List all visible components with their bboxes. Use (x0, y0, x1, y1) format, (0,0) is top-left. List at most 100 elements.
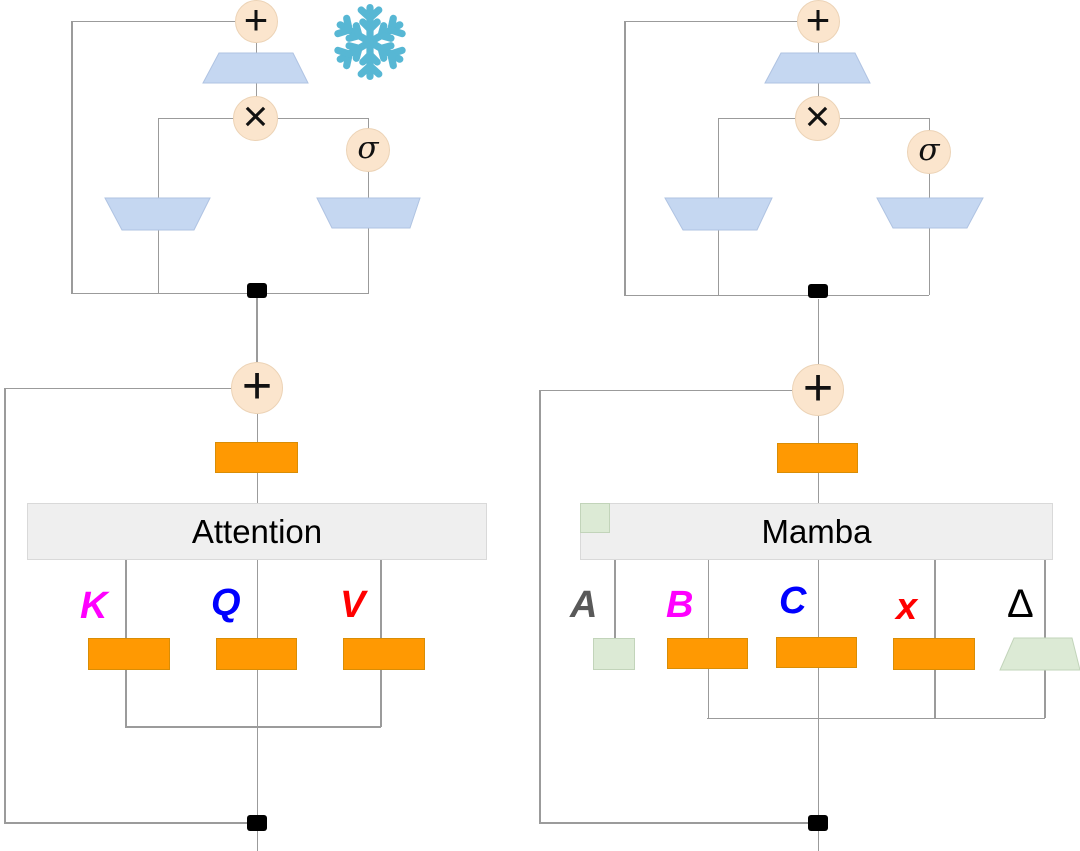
connector-line (4, 822, 247, 824)
skip-connection-line (624, 21, 626, 295)
plus-operator: + (243, 0, 269, 43)
connector-line (817, 473, 819, 504)
attention-title: Attention (191, 512, 323, 550)
connector-line (539, 822, 808, 824)
residual-add-circle: + (231, 356, 283, 415)
connector-line (928, 227, 930, 295)
connector-line (934, 560, 936, 639)
a-label: A (570, 584, 598, 626)
residual-add-circle: + (234, 0, 278, 43)
c-label: C (779, 580, 807, 622)
connector-line (928, 173, 930, 198)
connector-line (71, 292, 369, 294)
sigma-activation-circle: σ (346, 128, 390, 172)
k-projection-rect (88, 638, 170, 670)
up-projection-trapezoid (104, 197, 211, 231)
b-label: B (666, 584, 694, 626)
connector-line (817, 299, 819, 364)
connector-line (839, 117, 929, 119)
connector-line (614, 560, 616, 639)
output-projection-rect (777, 443, 858, 473)
connector-line (380, 670, 382, 727)
k-label: K (80, 585, 108, 627)
connector-line (624, 294, 929, 296)
snowflake-arms (336, 4, 404, 77)
down-projection-trapezoid (202, 52, 309, 84)
sigma-activation-circle: σ (907, 130, 951, 174)
connector-line (817, 83, 819, 97)
connector-line (707, 669, 709, 718)
connector-line (817, 416, 819, 444)
connector-line (934, 670, 936, 718)
connector-line (255, 83, 257, 97)
connector-line (707, 560, 709, 639)
plus-operator: + (802, 358, 834, 417)
connector-line (256, 473, 258, 504)
up-projection-trapezoid (664, 197, 773, 231)
skip-connection-line (71, 21, 73, 293)
up-projection-trapezoid (876, 197, 984, 229)
mamba-bar: Mamba (580, 503, 1053, 560)
up-projection-trapezoid (316, 197, 421, 229)
mamba-title: Mamba (761, 512, 872, 550)
connector-line (718, 117, 796, 119)
connector-line (256, 560, 258, 639)
connector-line (277, 117, 368, 119)
q-projection-rect (216, 638, 297, 670)
connector-line (928, 118, 930, 131)
connector-line (817, 668, 819, 815)
connector-line (539, 389, 793, 391)
attention-bar: Attention (27, 503, 487, 560)
connector-line (624, 20, 797, 22)
down-projection-trapezoid (764, 52, 871, 84)
frozen-snowflake-icon (328, 4, 412, 82)
skip-connection-line (4, 388, 6, 823)
connector-line (707, 717, 1045, 719)
connector-line (817, 830, 819, 851)
residual-add-circle: + (796, 0, 840, 43)
connector-line (367, 118, 369, 129)
plus-operator: + (805, 0, 831, 43)
connector-line (158, 117, 234, 119)
connector-line (1044, 560, 1046, 639)
junction-node (807, 284, 828, 298)
junction-node (246, 814, 267, 831)
x-projection-rect (893, 638, 975, 670)
connector-line (1044, 670, 1046, 718)
connector-line (4, 387, 232, 389)
multiply-circle: × (795, 91, 840, 141)
c-projection-rect (776, 637, 857, 668)
connector-line (367, 227, 369, 293)
delta-label: Δ (1007, 582, 1034, 626)
a-parameter-square (593, 638, 635, 670)
ssm-corner-square (580, 503, 610, 533)
q-label: Q (211, 582, 241, 624)
connector-line (256, 830, 258, 851)
junction-node (807, 814, 828, 831)
connector-line (255, 43, 257, 53)
connector-line (817, 43, 819, 53)
v-label: V (340, 584, 366, 626)
connector-line (256, 414, 258, 443)
times-operator: × (242, 91, 269, 141)
connector-line (256, 297, 258, 362)
sigma-operator: σ (918, 132, 940, 168)
connector-line (380, 560, 382, 639)
plus-operator: + (241, 356, 273, 415)
junction-node (246, 282, 267, 298)
connector-line (367, 171, 369, 198)
multiply-circle: × (233, 91, 278, 141)
connector-line (125, 670, 127, 727)
skip-connection-line (539, 390, 541, 823)
connector-line (125, 560, 127, 639)
residual-add-circle: + (792, 358, 844, 417)
connector-line (125, 726, 381, 728)
sigma-operator: σ (357, 130, 379, 166)
connector-line (71, 20, 235, 22)
connector-line (817, 560, 819, 639)
times-operator: × (804, 91, 831, 141)
output-projection-rect (215, 442, 298, 473)
b-projection-rect (667, 638, 748, 669)
connector-line (256, 670, 258, 815)
